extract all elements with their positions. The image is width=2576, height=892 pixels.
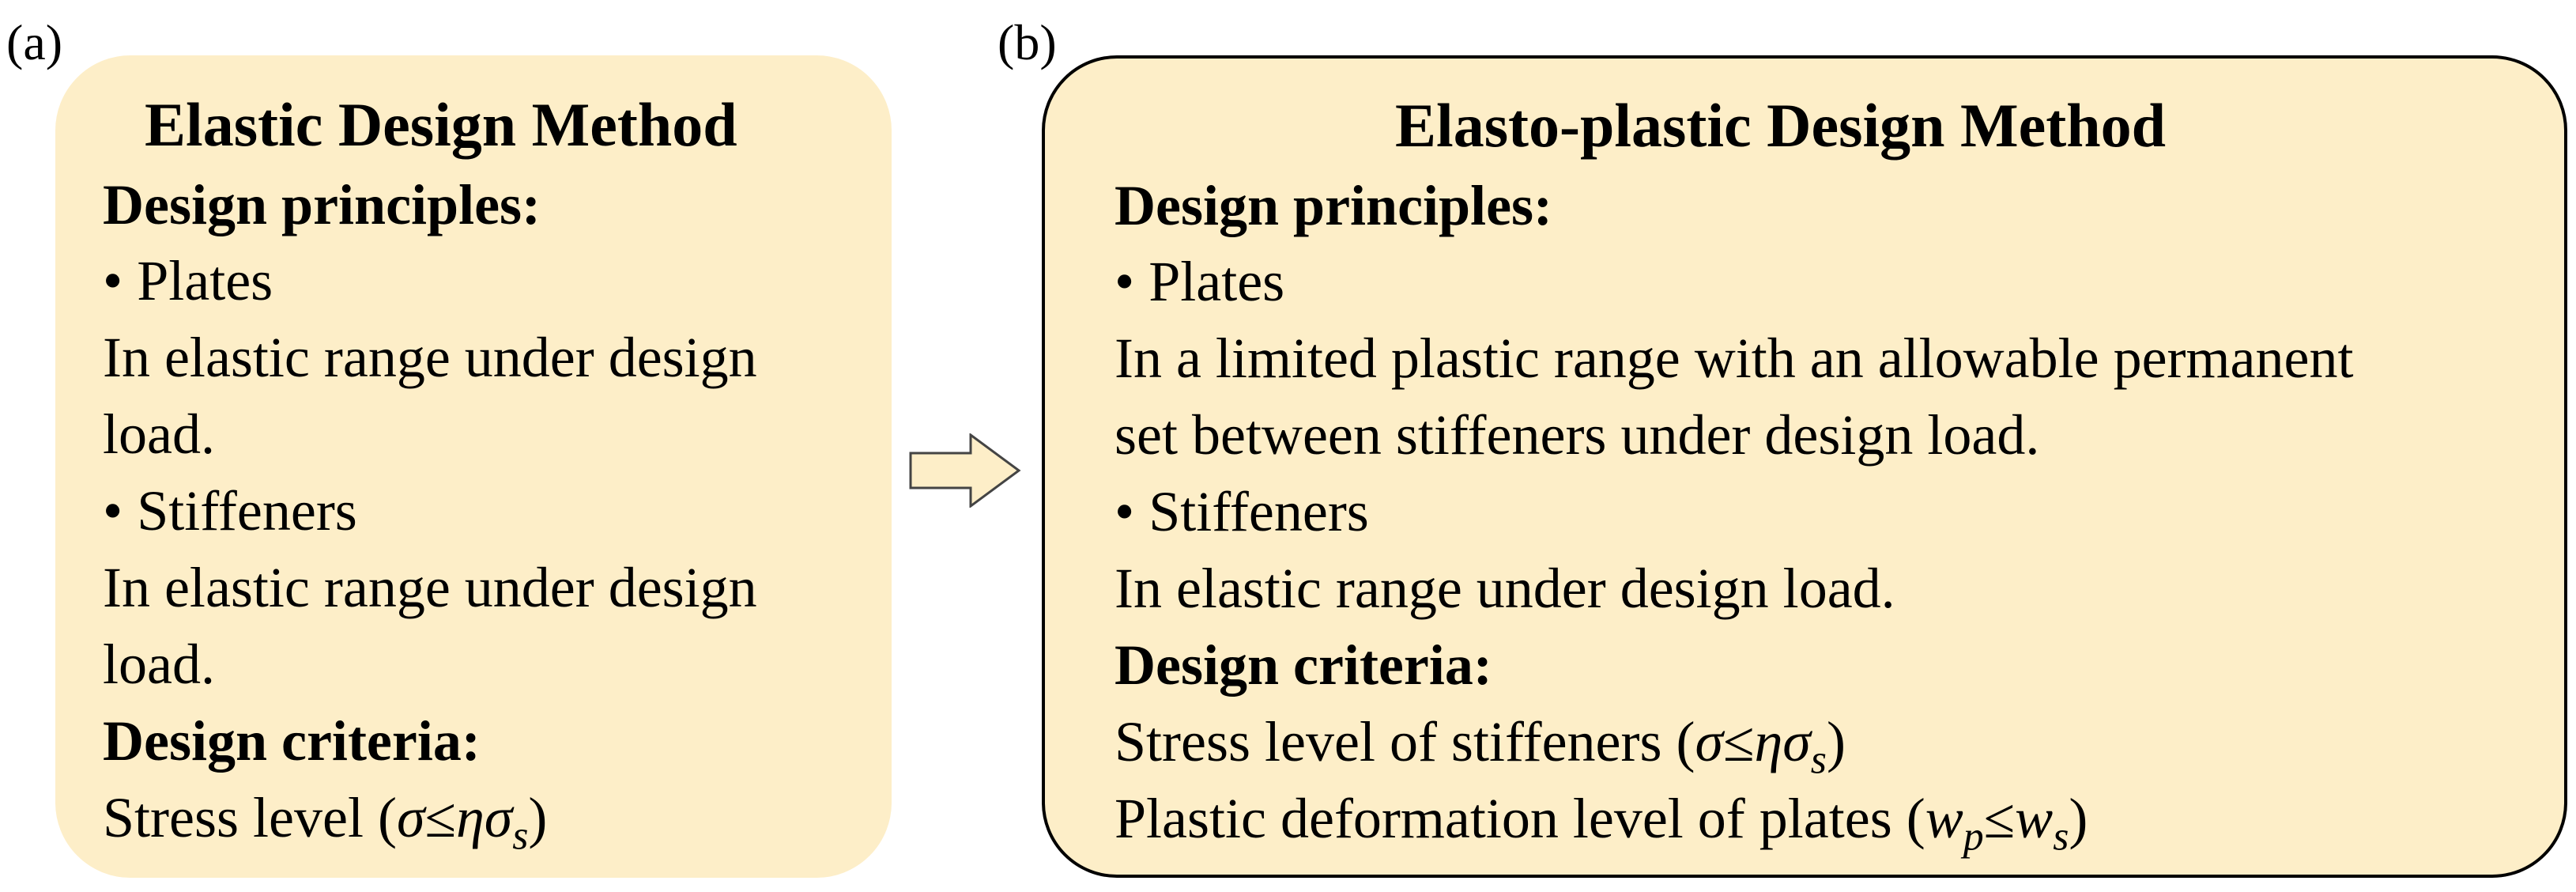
stiffeners-bullet: • Stiffeners [103, 479, 357, 542]
formula-subscript-s: s [1810, 737, 1827, 783]
right-arrow-icon [909, 433, 1021, 508]
formula-le: ≤ [1723, 710, 1755, 773]
elasto-plastic-method-title: Elasto-plastic Design Method [1395, 91, 2166, 160]
formula-eta-sigma: ησ [455, 786, 513, 849]
elastic-method-box: Elastic Design Method Design principles:… [55, 55, 892, 878]
formula-close-paren: ) [1826, 710, 1846, 773]
design-principles-heading: Design principles: [1115, 174, 1553, 237]
stiffener-stress-criterion: Stress level of stiffeners (σ≤ησs) [1115, 713, 1846, 780]
formula-sigma: σ [1695, 710, 1724, 773]
plates-description-line-1: In elastic range under design [103, 326, 757, 389]
plates-bullet: • Plates [103, 249, 273, 312]
stiffeners-description-line-1: In elastic range under design [103, 556, 757, 619]
plates-description-line-1: In a limited plastic range with an allow… [1115, 327, 2354, 390]
plate-deformation-text: Plastic deformation level of plates [1115, 787, 1907, 850]
elasto-plastic-method-box: Elasto-plastic Design Method Design prin… [1042, 55, 2567, 878]
stress-level-text: Stress level [103, 786, 378, 849]
stiffeners-bullet: • Stiffeners [1115, 480, 1369, 543]
formula-subscript-p: p [1963, 814, 1984, 860]
plates-description-line-2: load. [103, 403, 215, 466]
formula-le: ≤ [1983, 787, 2016, 850]
formula-eta-sigma: ησ [1754, 710, 1811, 773]
design-criteria-heading: Design criteria: [1115, 633, 1492, 697]
formula-subscript-s: s [2053, 814, 2069, 860]
panel-b-label: (b) [998, 14, 1057, 70]
formula-open-paren: ( [377, 786, 397, 849]
formula-w: w [2015, 787, 2054, 850]
plate-deformation-criterion: Plastic deformation level of plates (wp≤… [1115, 790, 2088, 857]
plates-description-line-2: set between stiffeners under design load… [1115, 403, 2040, 467]
formula-close-paren: ) [528, 786, 548, 849]
stiffeners-description: In elastic range under design load. [1115, 557, 1895, 620]
stiffener-stress-text: Stress level of stiffeners [1115, 710, 1676, 773]
plates-bullet: • Plates [1115, 250, 1285, 313]
design-principles-heading: Design principles: [103, 173, 541, 236]
formula-subscript-s: s [512, 813, 529, 859]
formula-open-paren: ( [1676, 710, 1695, 773]
formula-close-paren: ) [2069, 787, 2088, 850]
stress-level-criterion: Stress level (σ≤ησs) [103, 789, 547, 856]
formula-open-paren: ( [1906, 787, 1925, 850]
stiffeners-description-line-2: load. [103, 633, 215, 696]
elastic-method-title: Elastic Design Method [145, 90, 737, 159]
formula-w: w [1925, 787, 1963, 850]
formula-le: ≤ [424, 786, 456, 849]
design-criteria-heading: Design criteria: [103, 709, 481, 773]
panel-a-label: (a) [6, 14, 63, 70]
formula-sigma: σ [396, 786, 425, 849]
